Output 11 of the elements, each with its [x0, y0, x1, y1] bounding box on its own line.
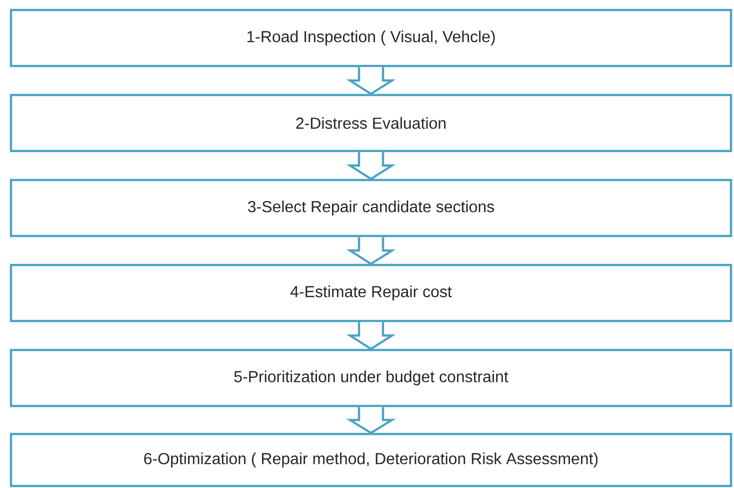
- step-box: 4-Estimate Repair cost: [10, 264, 732, 322]
- block-arrow: [346, 321, 396, 350]
- step-box: 3-Select Repair candidate sections: [10, 178, 732, 238]
- step-box: 5-Prioritization under budget constraint: [10, 348, 732, 408]
- block-arrow: [346, 66, 396, 96]
- step-box: 6-Optimization ( Repair method, Deterioration Risk Assessment): [10, 432, 732, 488]
- step-box: 1-Road Inspection ( Visual, Vehcle): [10, 8, 732, 68]
- step-box: 2-Distress Evaluation: [10, 94, 732, 152]
- block-arrow: [346, 236, 396, 266]
- block-arrow: [346, 406, 396, 434]
- block-arrow: [346, 151, 396, 180]
